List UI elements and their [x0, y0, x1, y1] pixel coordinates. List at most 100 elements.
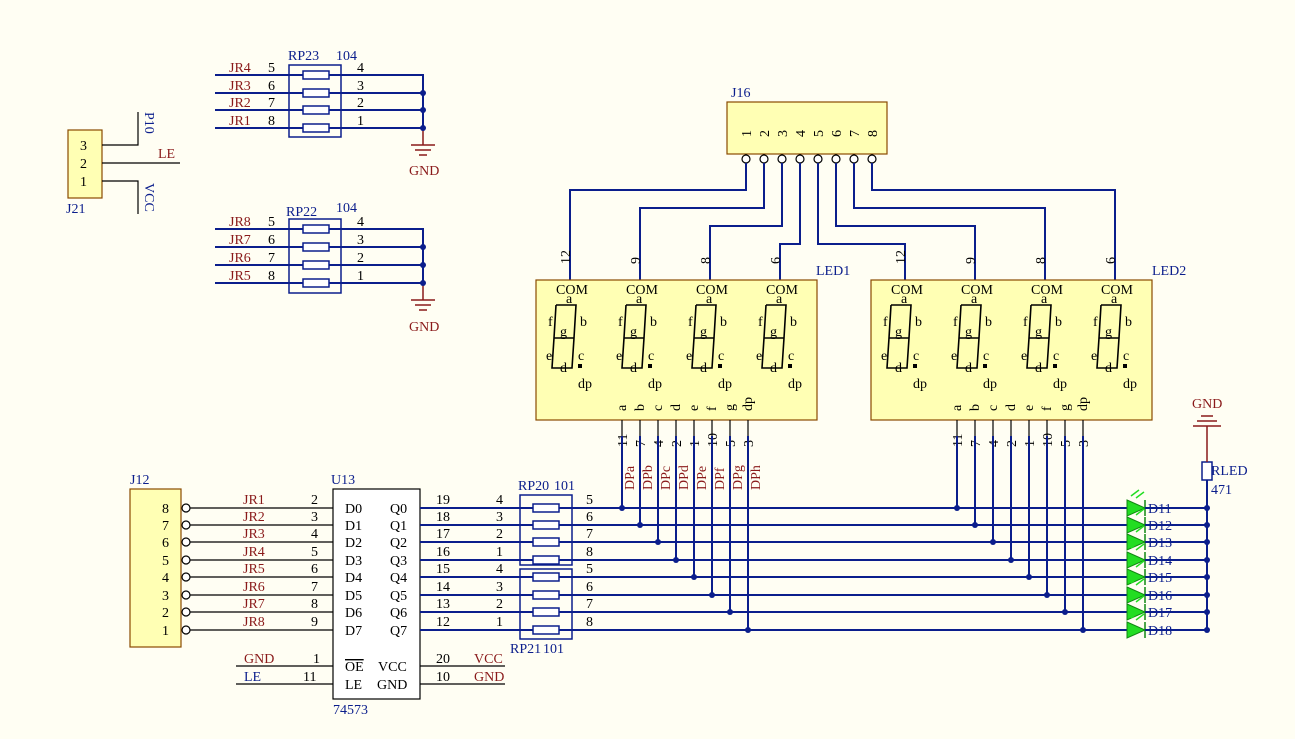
seg-label-c: c	[983, 349, 989, 364]
jr-net-label: JR1	[243, 493, 265, 508]
pin-circle	[849, 154, 859, 164]
dp-net-label: DPb	[641, 465, 656, 490]
com-label: COM	[961, 283, 993, 298]
pin-circle	[181, 625, 191, 635]
led-triangle	[1126, 499, 1147, 517]
svg-text:J21: J21	[66, 202, 85, 217]
pin-circle	[181, 537, 191, 547]
u13-d-name: D2	[345, 536, 362, 551]
junction-dot	[1008, 557, 1014, 563]
resistor-body	[302, 123, 330, 133]
led-ray	[1130, 558, 1140, 566]
junction-dot	[619, 505, 625, 511]
u13-right-pin: 14	[436, 580, 450, 595]
com-pin-number: 12	[894, 250, 909, 264]
svg-text:3: 3	[357, 79, 364, 94]
seven-segment	[886, 304, 912, 369]
seg-label-dp: dp	[1123, 377, 1137, 392]
seg-label-c: c	[1053, 349, 1059, 364]
seg-label-c: c	[648, 349, 654, 364]
pin-circle	[795, 154, 805, 164]
seg-label-g: g	[965, 325, 972, 340]
led-ray	[1130, 593, 1140, 601]
pin-circle	[813, 154, 823, 164]
svg-text:RP22: RP22	[286, 205, 317, 220]
led-ray	[1130, 523, 1140, 531]
seg-label-g: g	[1035, 325, 1042, 340]
rp-right-pin: 6	[586, 580, 593, 595]
rp-left-pin: 2	[496, 527, 503, 542]
jr-net-label: JR3	[243, 527, 265, 542]
svg-text:RP21: RP21	[510, 642, 541, 657]
svg-text:7: 7	[268, 251, 275, 266]
com-pin-number: 12	[559, 250, 574, 264]
resistor-body	[532, 625, 560, 635]
svg-text:GND: GND	[377, 678, 407, 693]
u13-q-name: Q5	[390, 589, 407, 604]
seven-segment	[761, 304, 787, 369]
seven-segment	[691, 304, 717, 369]
pin-circle	[759, 154, 769, 164]
svg-text:2: 2	[80, 157, 87, 172]
seg-label-e: e	[756, 349, 762, 364]
svg-text:GND: GND	[474, 670, 504, 685]
junction-dot	[1080, 627, 1086, 633]
svg-text:JR5: JR5	[229, 269, 251, 284]
junction-dot	[655, 539, 661, 545]
svg-text:2: 2	[357, 251, 364, 266]
dp-net-label: DPe	[695, 466, 710, 490]
u13-right-pin: 19	[436, 493, 450, 508]
dp-dot	[983, 364, 987, 368]
seg-label-d: d	[560, 361, 567, 376]
u13-d-name: D5	[345, 589, 362, 604]
com-pin-number: 6	[1104, 257, 1119, 264]
seg-label-a: a	[1111, 292, 1118, 307]
seg-pin-number: 7	[969, 440, 984, 447]
svg-text:6: 6	[268, 233, 275, 248]
svg-text:1: 1	[80, 175, 87, 190]
svg-text:104: 104	[336, 201, 357, 216]
seven-segment	[1096, 304, 1122, 369]
dp-net-label: DPh	[749, 465, 764, 490]
seg-label-b: b	[650, 315, 657, 330]
rp-left-pin: 4	[496, 562, 503, 577]
svg-text:JR4: JR4	[229, 61, 251, 76]
dp-net-label: DPg	[731, 465, 746, 490]
svg-text:P10: P10	[141, 112, 156, 134]
u13-right-pin: 13	[436, 597, 450, 612]
resistor-body	[302, 260, 330, 270]
svg-text:RP23: RP23	[288, 49, 319, 64]
u13-q-name: Q3	[390, 554, 407, 569]
seg-pin-name: a	[615, 404, 630, 411]
seg-label-c: c	[1123, 349, 1129, 364]
svg-text:J12: J12	[130, 473, 149, 488]
pin-number: 3	[776, 130, 791, 137]
seg-label-dp: dp	[983, 377, 997, 392]
diode-ref: D14	[1148, 554, 1172, 569]
svg-text:JR2: JR2	[229, 96, 251, 111]
resistor-body	[302, 105, 330, 115]
svg-text:VCC: VCC	[141, 183, 156, 212]
svg-text:4: 4	[357, 215, 364, 230]
dp-dot	[1053, 364, 1057, 368]
resistor-body	[532, 520, 560, 530]
pin-number: 2	[758, 130, 773, 137]
resistor-body	[532, 590, 560, 600]
led-triangle	[1126, 621, 1147, 639]
com-pin-number: 8	[699, 257, 714, 264]
seg-pin-number: 11	[951, 434, 966, 447]
rp-right-pin: 8	[586, 615, 593, 630]
seg-label-d: d	[1105, 361, 1112, 376]
com-label: COM	[1031, 283, 1063, 298]
u13-left-pin: 9	[311, 615, 318, 630]
dp-net-label: DPa	[623, 465, 638, 490]
seg-label-c: c	[913, 349, 919, 364]
seg-label-a: a	[776, 292, 783, 307]
seg-label-a: a	[901, 292, 908, 307]
svg-text:101: 101	[554, 479, 575, 494]
u13-right-pin: 12	[436, 615, 450, 630]
rp-right-pin: 6	[586, 510, 593, 525]
